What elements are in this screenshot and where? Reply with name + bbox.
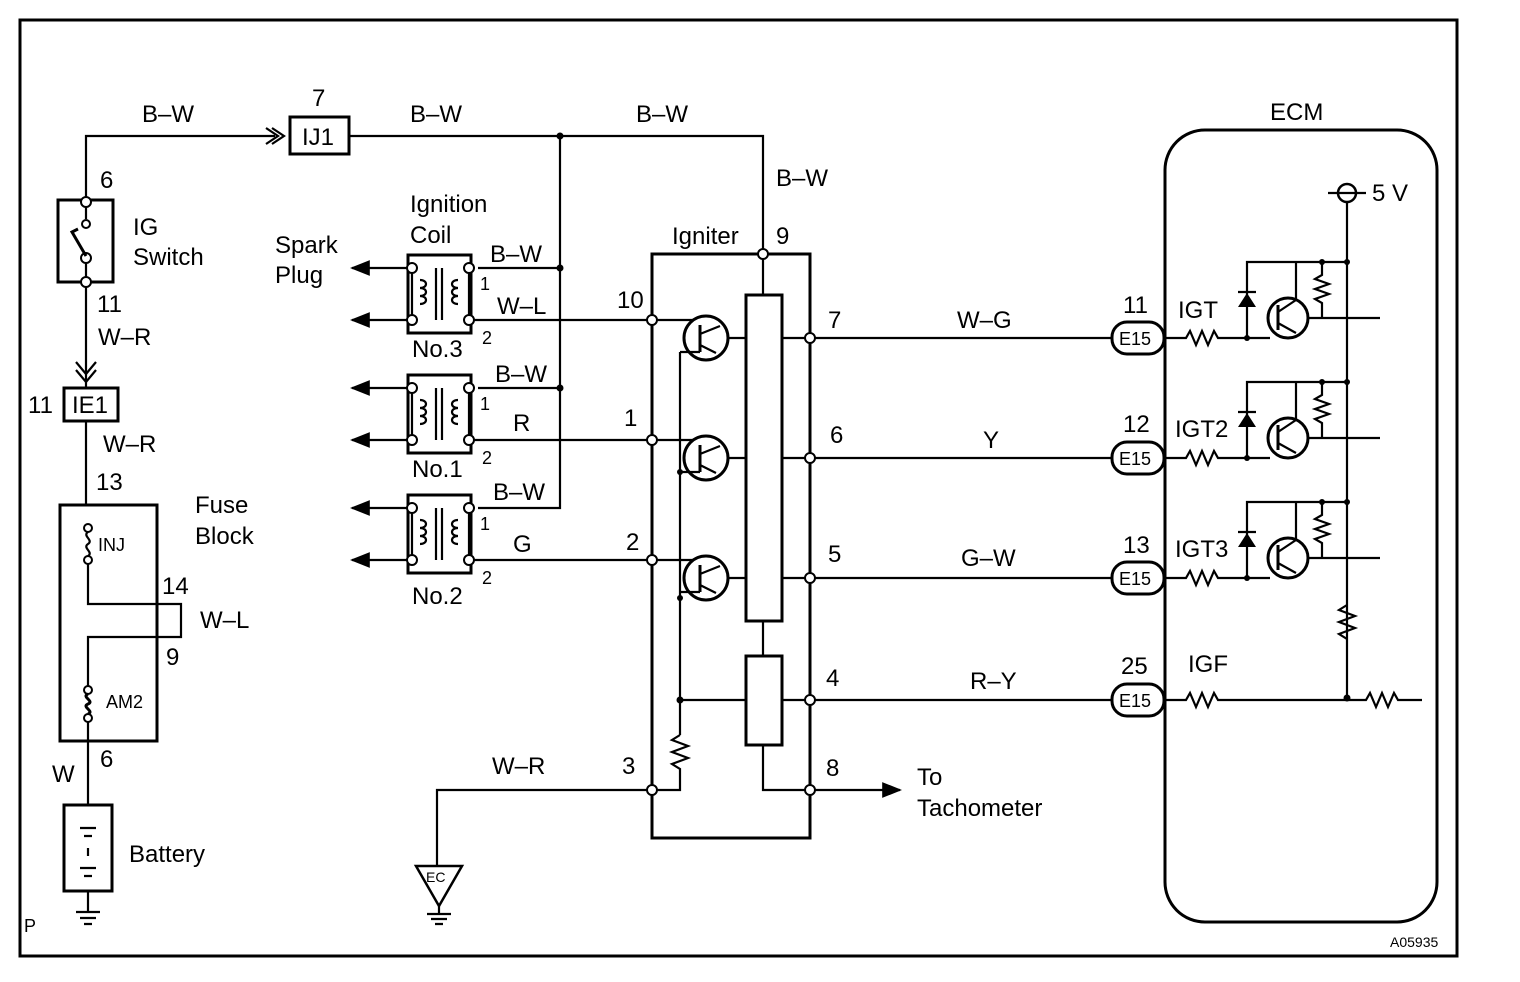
ecm-conn-igf: E15 (1119, 691, 1151, 711)
wire-bw-coil2: B–W (493, 479, 545, 506)
diagram-frame (18, 18, 1459, 958)
tachometer-label-2: Tachometer (917, 795, 1042, 822)
figure-id: A05935 (1390, 934, 1438, 950)
ecm-signal-igt3: IGT3 (1175, 536, 1228, 563)
coil-no2-label: No.2 (412, 583, 463, 610)
coil-no1-pin1: 1 (480, 394, 490, 414)
wire-bw-3: B–W (636, 101, 688, 128)
fuse-block-pin-13: 13 (96, 469, 123, 496)
igniter: Igniter 9 10 1 2 3 (617, 223, 843, 840)
coil-no3-pin2: 2 (482, 328, 492, 348)
battery: Battery (62, 803, 205, 926)
wire-wr-ground: W–R (492, 753, 545, 780)
coil-no1: 1 2 No.1 (350, 373, 492, 483)
coil-no1-pin2: 2 (482, 448, 492, 468)
tachometer-label-1: To (917, 764, 942, 791)
igniter-pin-1: 1 (624, 405, 637, 432)
fuse-block: 13 Fuse Block INJ 14 9 W–L AM2 6 W (52, 469, 255, 805)
fuse-block-pin-14: 14 (162, 573, 189, 600)
connector-ij1-label: IJ1 (302, 124, 334, 151)
igniter-pin-9: 9 (776, 223, 789, 250)
wire-y: Y (983, 427, 999, 454)
wire-r: R (513, 410, 530, 437)
ground-ec: EC (413, 864, 465, 926)
coil-no2-pin2: 2 (482, 568, 492, 588)
fuse-block-label-1: Fuse (195, 492, 248, 519)
ecm-conn-igt: E15 (1119, 329, 1151, 349)
corner-letter: P (24, 916, 36, 936)
wire-wr-2: W–R (103, 431, 156, 458)
coil-no2: 1 2 No.2 (350, 493, 492, 610)
wire-bw-2: B–W (410, 101, 462, 128)
fuse-block-pin-9: 9 (166, 644, 179, 671)
igniter-pin-6: 6 (830, 422, 843, 449)
ecm-pin-igt: 11 (1123, 292, 1148, 319)
wire-wg: W–G (957, 307, 1012, 334)
ig-switch-label-2: Switch (133, 244, 204, 271)
spark-plug-label-1: Spark (275, 232, 339, 259)
ground-ec-label: EC (426, 869, 445, 885)
coil-no3-pin1: 1 (480, 274, 490, 294)
connector-ie1-label: IE1 (72, 392, 108, 419)
coil-no1-label: No.1 (412, 456, 463, 483)
ig-switch-pin-top: 6 (100, 167, 113, 194)
igniter-pin-7: 7 (828, 307, 841, 334)
ig-switch-label-1: IG (133, 214, 158, 241)
fuse-block-label-2: Block (195, 523, 255, 550)
connector-ie1: IE1 11 (28, 386, 120, 423)
wire-ry: R–Y (970, 668, 1017, 695)
wire-bw-coil1: B–W (495, 361, 547, 388)
ecm-signal-igt: IGT (1178, 297, 1218, 324)
ig-switch: IG Switch 6 11 (56, 167, 204, 318)
fuse-am2-label: AM2 (106, 692, 143, 712)
ecm-conn-igt3: E15 (1119, 569, 1151, 589)
wire-bw-1: B–W (142, 101, 194, 128)
wire-w: W (52, 761, 75, 788)
ecm-signal-igt2: IGT2 (1175, 416, 1228, 443)
wire-bw-coil3: B–W (490, 241, 542, 268)
wire-g: G (513, 531, 532, 558)
igniter-pin-8: 8 (826, 755, 839, 782)
coil-no3: 1 2 No.3 (350, 253, 492, 363)
ecm-signal-igf: IGF (1188, 651, 1228, 678)
connector-ie1-pin: 11 (28, 392, 53, 419)
igniter-pin-10: 10 (617, 287, 644, 314)
ecm-pin-igf: 25 (1121, 653, 1148, 680)
ecm-supply: 5 V (1372, 180, 1408, 207)
ecm-label: ECM (1270, 99, 1323, 126)
coil-no3-label: No.3 (412, 336, 463, 363)
wire-wl-coil3: W–L (497, 293, 546, 320)
igniter-pin-2: 2 (626, 529, 639, 556)
spark-plug-label-2: Plug (275, 262, 323, 289)
fuse-block-pin-6: 6 (100, 746, 113, 773)
igniter-pin-5: 5 (828, 541, 841, 568)
wire-wl-fuse: W–L (200, 607, 249, 634)
connector-ij1-pin: 7 (312, 85, 325, 112)
ignition-coil-label-1: Ignition (410, 191, 487, 218)
ecm-pin-igt2: 12 (1123, 411, 1150, 438)
ecm: ECM 5 V E15 E15 E15 E15 11 12 13 25 IGT … (1110, 99, 1439, 924)
coil-no2-pin1: 1 (480, 514, 490, 534)
battery-label: Battery (129, 841, 205, 868)
connector-ij1: IJ1 7 (288, 85, 351, 156)
ecm-conn-igt2: E15 (1119, 449, 1151, 469)
ig-switch-pin-bottom: 11 (97, 291, 122, 318)
wire-wr-1: W–R (98, 324, 151, 351)
ignition-coil-label-2: Coil (410, 222, 451, 249)
ecm-pin-igt3: 13 (1123, 532, 1150, 559)
igniter-pin-3: 3 (622, 753, 635, 780)
igniter-pin-4: 4 (826, 665, 839, 692)
wire-bw-4: B–W (776, 165, 828, 192)
wire-gw: G–W (961, 545, 1016, 572)
fuse-inj-label: INJ (98, 535, 125, 555)
igniter-label: Igniter (672, 223, 739, 250)
